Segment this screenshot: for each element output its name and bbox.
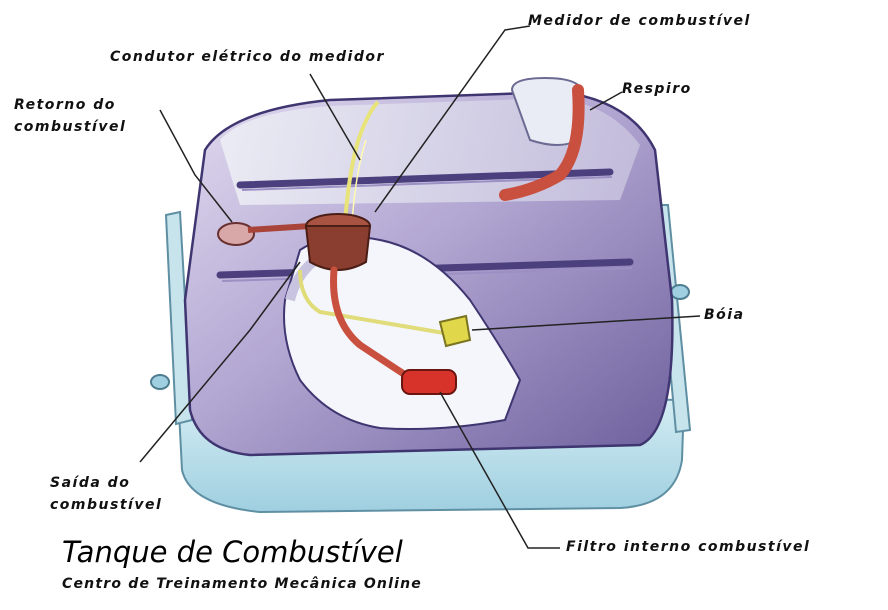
leader-boia [471,315,701,331]
breather-pipe [499,84,585,201]
float-arm [298,269,451,336]
internal-filter [401,369,457,395]
label-boia: Bóia [704,307,745,323]
left-bolt [150,374,170,390]
return-pipe [247,223,311,233]
label-retorno-line1: Retorno do [14,97,116,113]
electric-wire-2 [351,139,367,223]
cutaway [283,235,522,430]
rib-1 [236,168,614,189]
return-nozzle [217,222,255,246]
electric-wire [343,100,380,223]
label-saida-line2: combustível [50,497,163,513]
leader-saida [139,261,301,463]
float [438,314,472,348]
leader-respiro [589,91,623,111]
label-medidor: Medidor de combustível [528,13,751,29]
leader-retorno [159,109,233,223]
leader-condutor [309,73,361,161]
label-condutor: Condutor elétrico do medidor [110,49,385,65]
label-saida-line1: Saída do [50,475,131,491]
label-retorno-line2: combustível [14,119,127,135]
right-bolt [670,284,690,300]
caption-subtitle: Centro de Treinamento Mecânica Online [62,576,422,592]
gauge-body [304,225,372,271]
leader-filtro [439,391,560,549]
pickup-tube [330,266,414,382]
filler-neck [510,76,584,146]
caption-title: Tanque de Combustível [62,535,403,569]
label-filtro: Filtro interno combustível [566,539,811,555]
label-respiro: Respiro [622,81,692,97]
leader-medidor [374,25,531,213]
